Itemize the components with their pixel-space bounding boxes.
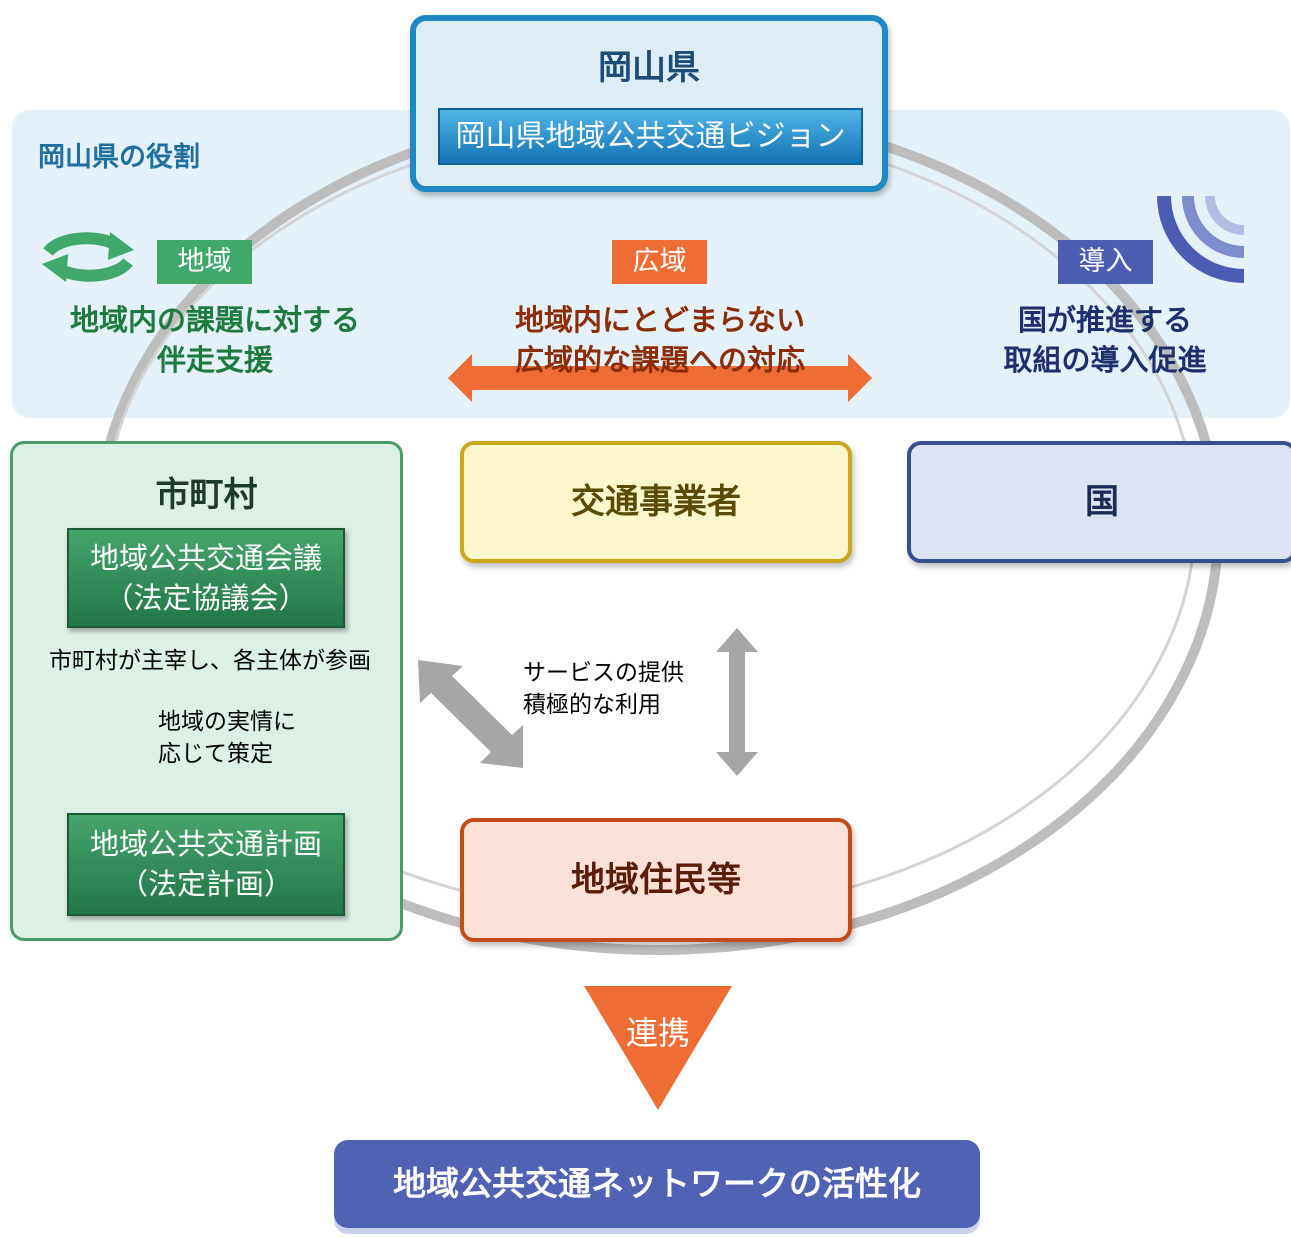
cycle-arrows-icon (42, 232, 134, 282)
vertical-double-arrow (716, 628, 758, 776)
local-tag: 地域 (157, 240, 252, 284)
intro-role-text: 国が推進する 取組の導入促進 (930, 300, 1280, 380)
role-title: 岡山県の役割 (38, 142, 200, 173)
diagonal-double-arrow (418, 660, 523, 768)
operator-box: 交通事業者 (460, 441, 852, 563)
council-line1: 地域公共交通会議 (89, 541, 322, 575)
wide-role-line2: 広域的な課題への対応 (514, 343, 805, 377)
municipality-title: 市町村 (155, 475, 258, 515)
service-text: サービスの提供 積極的な利用 (523, 657, 723, 721)
step-text: 地域の実情に 応じて策定 (158, 706, 378, 770)
wide-double-arrow (448, 354, 872, 402)
residents-box: 地域住民等 (460, 818, 852, 942)
wide-tag: 広域 (612, 240, 707, 284)
wide-role-text: 地域内にとどまらない 広域的な課題への対応 (460, 300, 860, 380)
service-line2: 積極的な利用 (523, 692, 661, 718)
vision-button: 岡山県地域公共交通ビジョン (438, 108, 863, 165)
council-line2: （法定協議会） (104, 581, 308, 615)
signal-arcs-icon (1157, 195, 1245, 283)
intro-tag: 導入 (1058, 240, 1153, 284)
plan-line2: （法定計画） (118, 867, 293, 901)
plan-line1: 地域公共交通計画 (89, 827, 322, 861)
host-text: 市町村が主宰し、各主体が参画 (49, 648, 371, 674)
step-line2: 応じて策定 (158, 741, 273, 767)
local-role-line1: 地域内の課題に対する (69, 303, 360, 337)
result-box: 地域公共交通ネットワークの活性化 (334, 1140, 980, 1228)
local-role-text: 地域内の課題に対する 伴走支援 (20, 300, 410, 380)
intro-role-line1: 国が推進する (1017, 303, 1192, 337)
prefecture-title: 岡山県 (598, 48, 700, 88)
wide-role-line1: 地域内にとどまらない (514, 303, 805, 337)
service-line1: サービスの提供 (523, 660, 684, 686)
intro-role-line2: 取組の導入促進 (1003, 343, 1207, 377)
plan-box: 地域公共交通計画 （法定計画） (67, 813, 345, 916)
link-label: 連携 (625, 1014, 690, 1052)
council-box: 地域公共交通会議 （法定協議会） (67, 528, 345, 628)
step-line1: 地域の実情に (158, 709, 296, 735)
local-role-line2: 伴走支援 (156, 343, 273, 377)
government-box: 国 (907, 441, 1291, 563)
link-triangle (584, 986, 732, 1110)
